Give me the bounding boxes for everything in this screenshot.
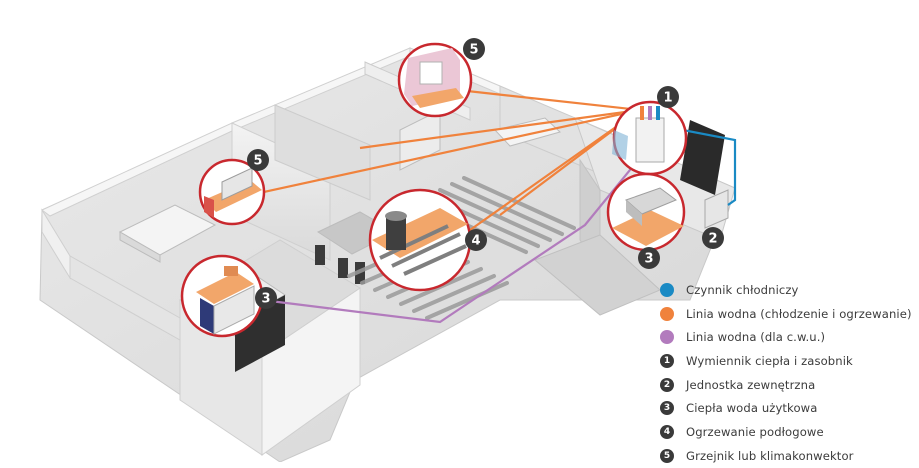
zone-radiator-bedroom [198, 158, 266, 226]
svg-text:1: 1 [663, 91, 672, 106]
legend-item-heat-exchanger: 1 Wymiennik ciepła i zasobnik [660, 349, 915, 373]
water-line-dot-icon [660, 306, 674, 321]
legend-item-radiator: 5 Grzejnik lub klimakonwektor [660, 444, 915, 468]
badge-dhw-kitchen: 3 [255, 287, 277, 309]
legend-label: Jednostka zewnętrzna [686, 377, 816, 392]
svg-text:3: 3 [261, 292, 270, 307]
highlight-zones [180, 42, 688, 338]
legend-item-dhw-line: Linia wodna (dla c.w.u.) [660, 325, 915, 349]
badge-outdoor-unit: 2 [702, 227, 724, 249]
number-badge-icon: 2 [660, 377, 674, 392]
svg-text:5: 5 [253, 154, 262, 169]
svg-text:5: 5 [469, 43, 478, 58]
zone-bathroom-dhw [606, 172, 686, 252]
number-badge-icon: 3 [660, 401, 674, 416]
badge-floor-heating: 4 [465, 229, 487, 251]
legend-label: Czynnik chłodniczy [686, 282, 799, 297]
svg-text:2: 2 [708, 232, 717, 247]
legend-item-refrigerant: Czynnik chłodniczy [660, 278, 915, 302]
legend-item-dhw: 3 Ciepła woda użytkowa [660, 396, 915, 420]
number-badge-icon: 1 [660, 353, 674, 368]
refrigerant-dot-icon [660, 282, 674, 297]
badge-radiator-top: 5 [463, 38, 485, 60]
zone-kitchen-dhw [180, 254, 264, 338]
legend-label: Ogrzewanie podłogowe [686, 424, 824, 439]
legend-label: Grzejnik lub klimakonwektor [686, 448, 854, 463]
svg-text:4: 4 [471, 234, 480, 249]
badges: 1 2 3 3 4 5 5 [247, 38, 724, 309]
legend-item-water-line: Linia wodna (chłodzenie i ogrzewanie) [660, 302, 915, 326]
number-badge-icon: 4 [660, 424, 674, 439]
legend-item-outdoor-unit: 2 Jednostka zewnętrzna [660, 373, 915, 397]
svg-text:3: 3 [644, 252, 653, 267]
zone-heat-exchanger [612, 100, 688, 176]
dhw-line-dot-icon [660, 330, 674, 345]
badge-radiator-bedroom: 5 [247, 149, 269, 171]
number-badge-icon: 5 [660, 448, 674, 463]
legend: Czynnik chłodniczy Linia wodna (chłodzen… [660, 278, 915, 468]
legend-label: Wymiennik ciepła i zasobnik [686, 353, 853, 368]
legend-label: Ciepła woda użytkowa [686, 401, 818, 416]
badge-heat-exchanger: 1 [657, 86, 679, 108]
zone-radiator-top [397, 42, 473, 118]
badge-dhw-bathroom: 3 [638, 247, 660, 269]
refrigerant-line [661, 124, 737, 206]
legend-label: Linia wodna (dla c.w.u.) [686, 330, 826, 345]
zone-floor-heating [368, 188, 472, 292]
legend-item-floor-heating: 4 Ogrzewanie podłogowe [660, 420, 915, 444]
legend-label: Linia wodna (chłodzenie i ogrzewanie) [686, 306, 912, 321]
